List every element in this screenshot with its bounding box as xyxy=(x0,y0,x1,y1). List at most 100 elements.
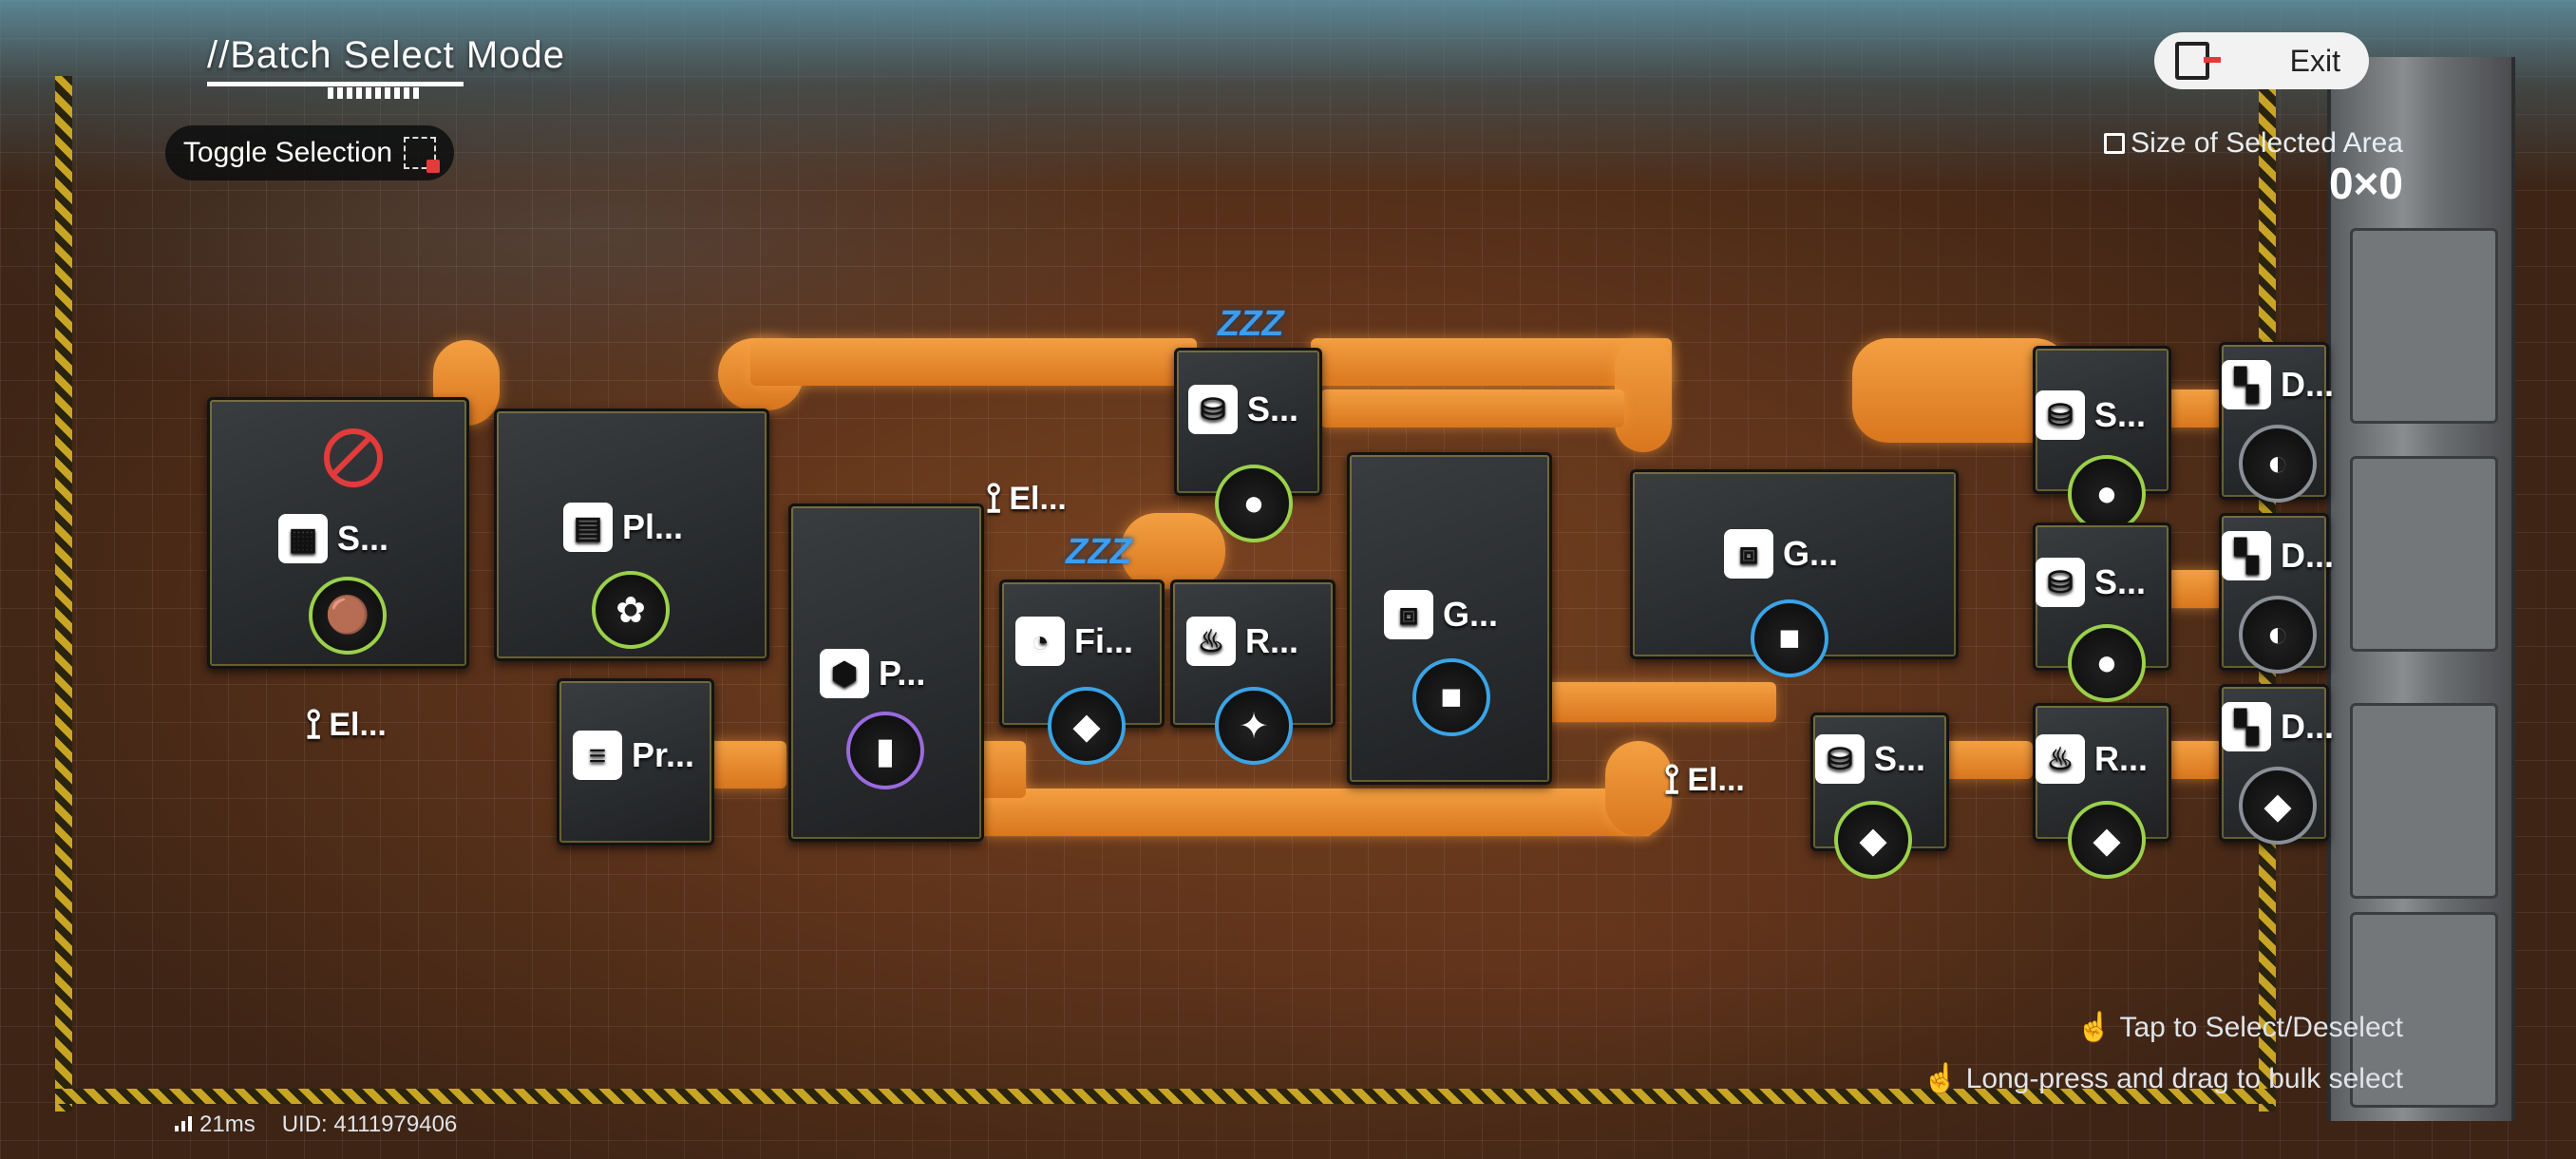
machine-label: S... xyxy=(2094,562,2147,601)
shredder-icon: ⛁ xyxy=(1815,734,1865,784)
machine-label: D... xyxy=(2281,365,2335,404)
machine-shredder-2[interactable]: ⛁ S... ◆ xyxy=(1810,712,1949,879)
item-badge-icon: ● xyxy=(1215,465,1293,542)
packer-icon: ⬢ xyxy=(820,649,869,698)
long-press-hint: ☝ Long-press and drag to bulk select xyxy=(1923,1062,2403,1095)
machine-depot-2[interactable]: ▚ D... ◐ xyxy=(2219,513,2334,674)
item-badge-icon: ■ xyxy=(1412,658,1490,736)
antenna-icon: ⟟ xyxy=(986,475,1002,522)
ping-readout: 21ms xyxy=(175,1112,256,1138)
hazard-border-left xyxy=(55,76,72,1112)
planting-unit-icon: ▤ xyxy=(563,503,613,552)
conveyor-belt[interactable] xyxy=(1938,741,2033,779)
machine-label: G... xyxy=(1783,534,1839,573)
machine-depot-3[interactable]: ▚ D... ◆ xyxy=(2219,684,2334,845)
machine-grinder-1[interactable]: ⧈ G... ■ xyxy=(1347,452,1552,785)
machine-packer-1[interactable]: ⬢ P... ▮ xyxy=(788,504,984,842)
conveyor-belt[interactable] xyxy=(2166,741,2223,779)
machine-label: S... xyxy=(1247,390,1299,428)
machine-label: Pr... xyxy=(632,735,695,774)
tap-hint-text: Tap to Select/Deselect xyxy=(2119,1011,2404,1043)
shredder-icon: ⛁ xyxy=(2036,390,2085,440)
toggle-selection-label: Toggle Selection xyxy=(182,137,393,168)
refiner-icon: ♨ xyxy=(2036,734,2085,784)
item-badge-icon: ◐ xyxy=(2239,596,2317,674)
document-icon: ≡ xyxy=(573,731,622,780)
conveyor-belt[interactable] xyxy=(1605,741,1672,836)
hazard-border-bottom xyxy=(55,1089,2276,1104)
exit-label: Exit xyxy=(2289,43,2340,78)
refiner-icon: ♨ xyxy=(1186,617,1236,666)
selected-area-label: Size of Selected Area xyxy=(2104,127,2403,160)
pylon-label: El... xyxy=(1687,761,1745,798)
machine-depot-1[interactable]: ▚ D... ◐ xyxy=(2219,342,2334,503)
machine-label: S... xyxy=(2094,395,2147,434)
machine-grinder-2[interactable]: ⧈ G... ■ xyxy=(1630,469,1959,677)
machine-shredder-3[interactable]: ⛁ S... ● xyxy=(2033,346,2171,533)
item-badge-icon: ◆ xyxy=(2068,801,2146,879)
antenna-icon: ⟟ xyxy=(306,701,322,748)
selected-area-value: 0×0 xyxy=(2328,159,2403,208)
machine-label: D... xyxy=(2281,707,2335,746)
shredder-icon: ⛁ xyxy=(2036,558,2085,607)
conveyor-belt[interactable] xyxy=(1320,390,1624,428)
pylon-2[interactable]: ⟟ El... xyxy=(986,475,1067,522)
machine-label: S... xyxy=(1874,739,1926,778)
machine-label: P... xyxy=(879,654,926,693)
conveyor-belt[interactable] xyxy=(1539,682,1776,722)
uid-readout: UID: 4111979406 xyxy=(281,1112,458,1137)
conveyor-belt[interactable] xyxy=(969,788,1653,836)
conveyor-belt[interactable] xyxy=(750,338,1197,386)
machine-label: R... xyxy=(2094,739,2149,778)
machine-refiner-1[interactable]: ♨ R... ✦ xyxy=(1170,580,1335,765)
item-badge-icon: ◆ xyxy=(2239,767,2317,845)
machine-shredder-1[interactable]: ⛁ S... ● xyxy=(1174,348,1322,542)
toggle-selection-button[interactable]: Toggle Selection xyxy=(165,125,454,180)
filler-icon: ◔ xyxy=(1015,617,1065,666)
cube-icon: ⧈ xyxy=(1384,590,1433,639)
conveyor-belt[interactable] xyxy=(1121,513,1225,589)
item-badge-icon: ■ xyxy=(1751,599,1828,677)
rail-segment xyxy=(2350,912,2498,1108)
item-badge-icon: 🟤 xyxy=(309,577,387,655)
conveyor-belt[interactable] xyxy=(701,741,786,788)
machine-label: D... xyxy=(2281,536,2335,575)
machine-shredder-4[interactable]: ⛁ S... ● xyxy=(2033,522,2171,702)
idle-icon: ZZZ xyxy=(1066,532,1132,572)
item-badge-icon: ● xyxy=(2068,624,2146,702)
item-badge-icon: ✦ xyxy=(1215,687,1293,765)
item-badge-icon: ▮ xyxy=(846,712,924,789)
selected-area-text: Size of Selected Area xyxy=(2131,127,2403,159)
exit-button[interactable]: Exit xyxy=(2154,32,2369,89)
title-decoration xyxy=(328,87,423,99)
ping-value: 21ms xyxy=(199,1112,256,1137)
prohibited-icon xyxy=(324,428,383,487)
idle-icon: ZZZ xyxy=(1218,304,1284,344)
machine-processor-1[interactable]: ≡ Pr... xyxy=(557,678,714,846)
tap-hand-icon: ☝ xyxy=(2076,1012,2112,1043)
item-badge-icon: ● xyxy=(2068,455,2146,533)
tap-hint: ☝ Tap to Select/Deselect xyxy=(2076,1011,2403,1044)
machine-filler-1[interactable]: ◔ Fi... ◆ xyxy=(999,580,1165,765)
depot-icon: ▚ xyxy=(2222,531,2271,580)
rail-segment xyxy=(2350,456,2498,652)
cube-icon: ⧈ xyxy=(1724,529,1773,579)
rail-segment xyxy=(2350,703,2498,899)
depot-icon: ▚ xyxy=(2222,360,2271,409)
machine-planting-1[interactable]: ▤ Pl... ✿ xyxy=(494,408,769,661)
machine-label: S... xyxy=(337,519,389,558)
machine-refiner-2[interactable]: ♨ R... ◆ xyxy=(2033,703,2171,879)
status-bar: 21ms UID: 4111979406 xyxy=(175,1112,457,1138)
antenna-icon: ⟟ xyxy=(1664,756,1680,803)
item-badge-icon: ✿ xyxy=(592,571,670,649)
conveyor-belt[interactable] xyxy=(1615,338,1672,452)
machine-storage-1[interactable]: ▦ S... 🟤 xyxy=(207,397,469,669)
signal-icon xyxy=(175,1114,192,1131)
machine-label: Fi... xyxy=(1074,621,1133,660)
exit-door-icon xyxy=(2175,42,2221,80)
rail-segment xyxy=(2350,228,2498,424)
shredder-icon: ⛁ xyxy=(1188,385,1238,434)
pylon-1[interactable]: ⟟ El... xyxy=(306,701,387,749)
pylon-3[interactable]: ⟟ El... xyxy=(1664,756,1745,804)
conveyor-belt[interactable] xyxy=(1311,338,1672,386)
